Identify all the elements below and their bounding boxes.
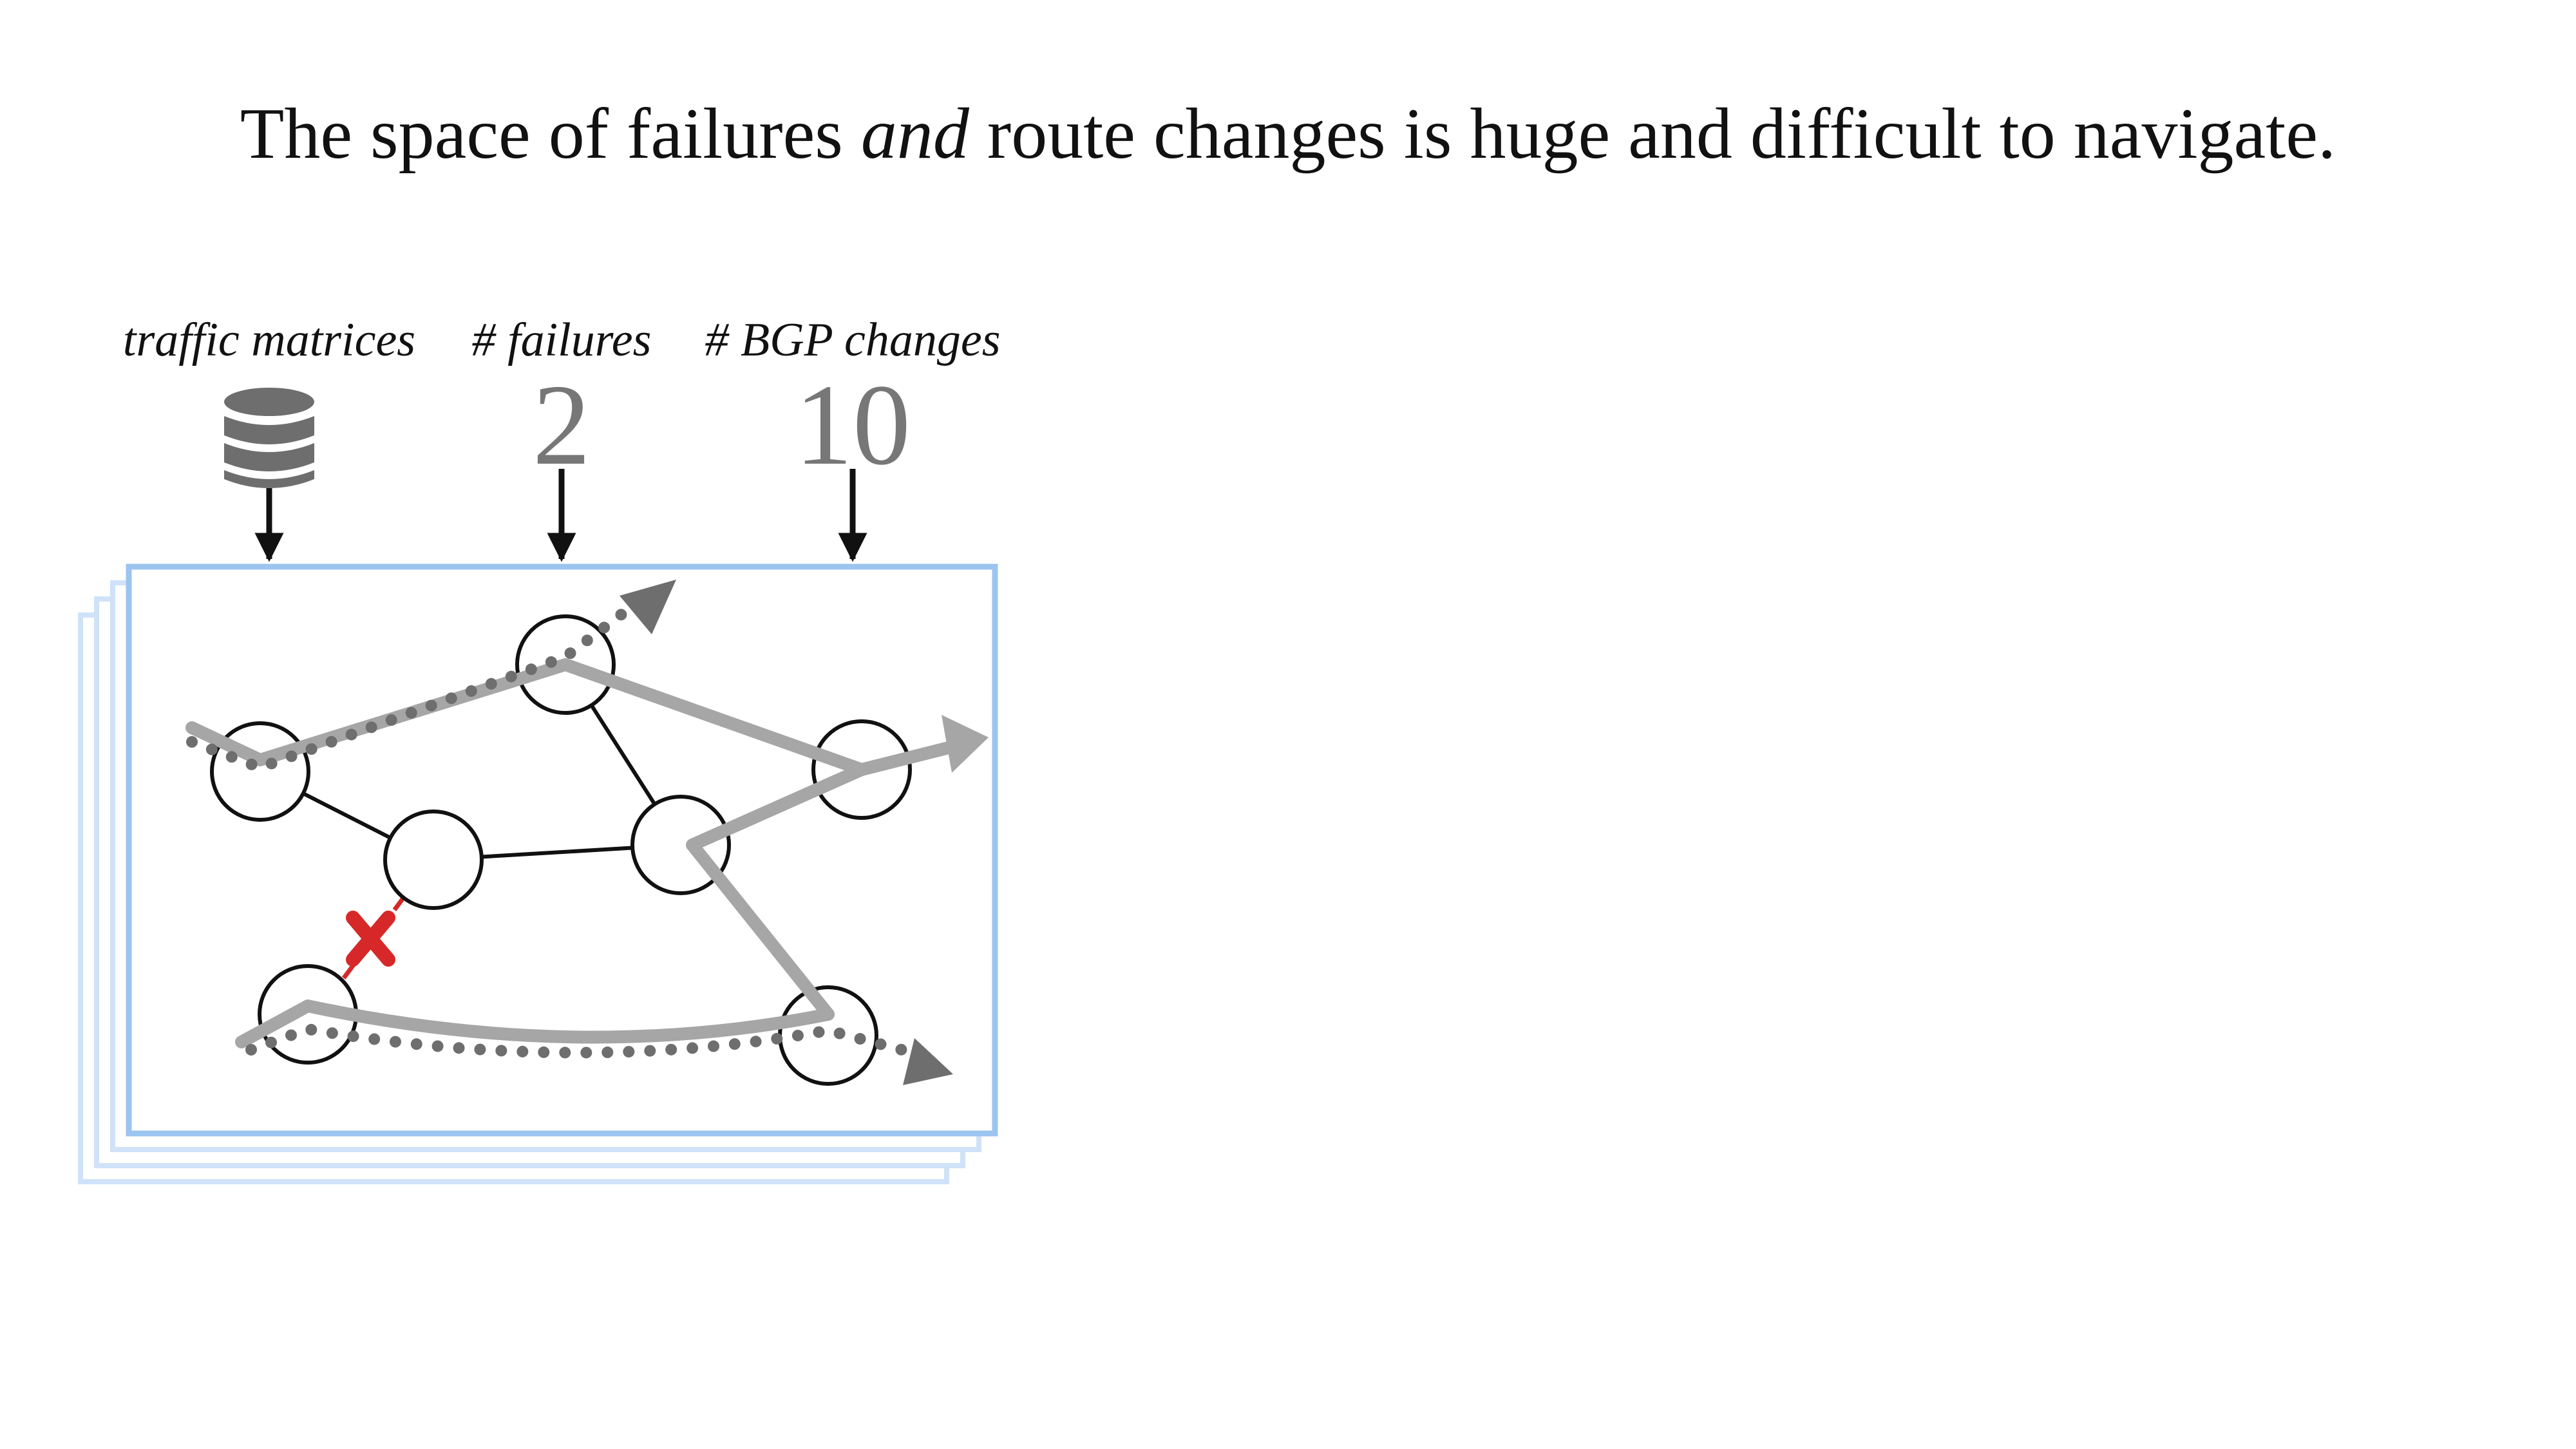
- route-middle: [686, 763, 868, 1021]
- slide-title: The space of failures and route changes …: [0, 89, 2576, 179]
- input-arrows: [254, 469, 867, 562]
- value-bgp-changes: 10: [795, 361, 911, 489]
- database-icon: [224, 388, 314, 488]
- title-text-end: route changes is huge and difficult to n…: [969, 94, 2336, 174]
- label-bgp-changes: # BGP changes: [705, 314, 1001, 366]
- failed-link: [328, 895, 406, 999]
- value-failures: 2: [533, 361, 591, 489]
- label-failures: # failures: [471, 314, 652, 366]
- failure-x-icon: [346, 911, 395, 967]
- router-node: [383, 810, 484, 910]
- title-text-start: The space of failures: [240, 94, 861, 174]
- route-dotted-bottom: [245, 1023, 907, 1059]
- route-bottom: [235, 999, 835, 1048]
- route-top: [185, 658, 963, 776]
- route-dotted-top: [186, 596, 643, 774]
- routes-alternate: [186, 580, 953, 1085]
- route-dotted-arrowhead: [620, 580, 676, 634]
- route-arrowhead: [942, 715, 989, 773]
- title-emphasis: and: [860, 94, 969, 174]
- route-dotted-arrowhead-bottom: [903, 1038, 953, 1085]
- label-traffic-matrices: traffic matrices: [122, 314, 416, 366]
- routes-current: [185, 658, 989, 1048]
